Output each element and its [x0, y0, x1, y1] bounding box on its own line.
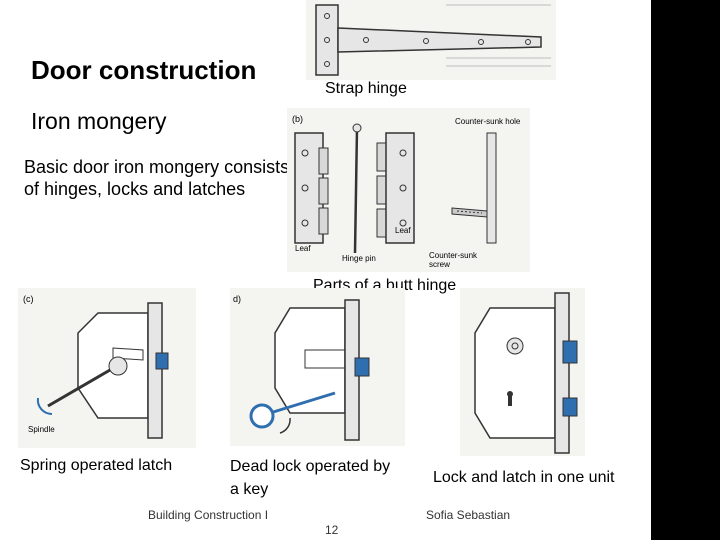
- spring-latch-figure: (c) Spindle: [18, 288, 196, 448]
- dead-lock-caption-line1: Dead lock operated by: [230, 458, 391, 475]
- butt-hinge-label-b: (b): [292, 114, 303, 124]
- label-leaf-left: Leaf: [295, 244, 311, 253]
- lock-latch-caption: Lock and latch in one unit: [433, 469, 615, 486]
- spring-latch-caption: Spring operated latch: [20, 457, 173, 474]
- spring-latch-label-c: (c): [23, 294, 34, 304]
- slide-title: Door construction: [31, 55, 257, 85]
- page-number: 12: [325, 523, 339, 537]
- body-text: Basic door iron mongery consists of hing…: [24, 157, 290, 199]
- dead-lock-caption-line2: a key: [230, 481, 269, 498]
- spring-latch-label-spindle: Spindle: [28, 425, 55, 434]
- label-countersunk-hole: Counter-sunk hole: [455, 117, 521, 126]
- dead-lock-label-d: d): [233, 294, 241, 304]
- strap-hinge-caption: Strap hinge: [325, 80, 407, 97]
- side-bar: [651, 0, 720, 540]
- footer-left: Building Construction I: [148, 508, 269, 522]
- strap-hinge-figure: [306, 0, 556, 80]
- butt-hinge-figure: (b) Counter-sunk hole Leaf Hinge pin Lea…: [287, 108, 530, 272]
- label-countersunk-screw-2: screw: [429, 260, 450, 269]
- label-hinge-pin: Hinge pin: [342, 254, 376, 263]
- label-countersunk-screw-1: Counter-sunk: [429, 251, 478, 260]
- label-leaf-right: Leaf: [395, 226, 411, 235]
- lock-latch-figure: [460, 288, 585, 456]
- footer-right: Sofia Sebastian: [426, 508, 511, 522]
- slide-subtitle: Iron mongery: [31, 108, 167, 134]
- dead-lock-figure: d): [230, 288, 405, 446]
